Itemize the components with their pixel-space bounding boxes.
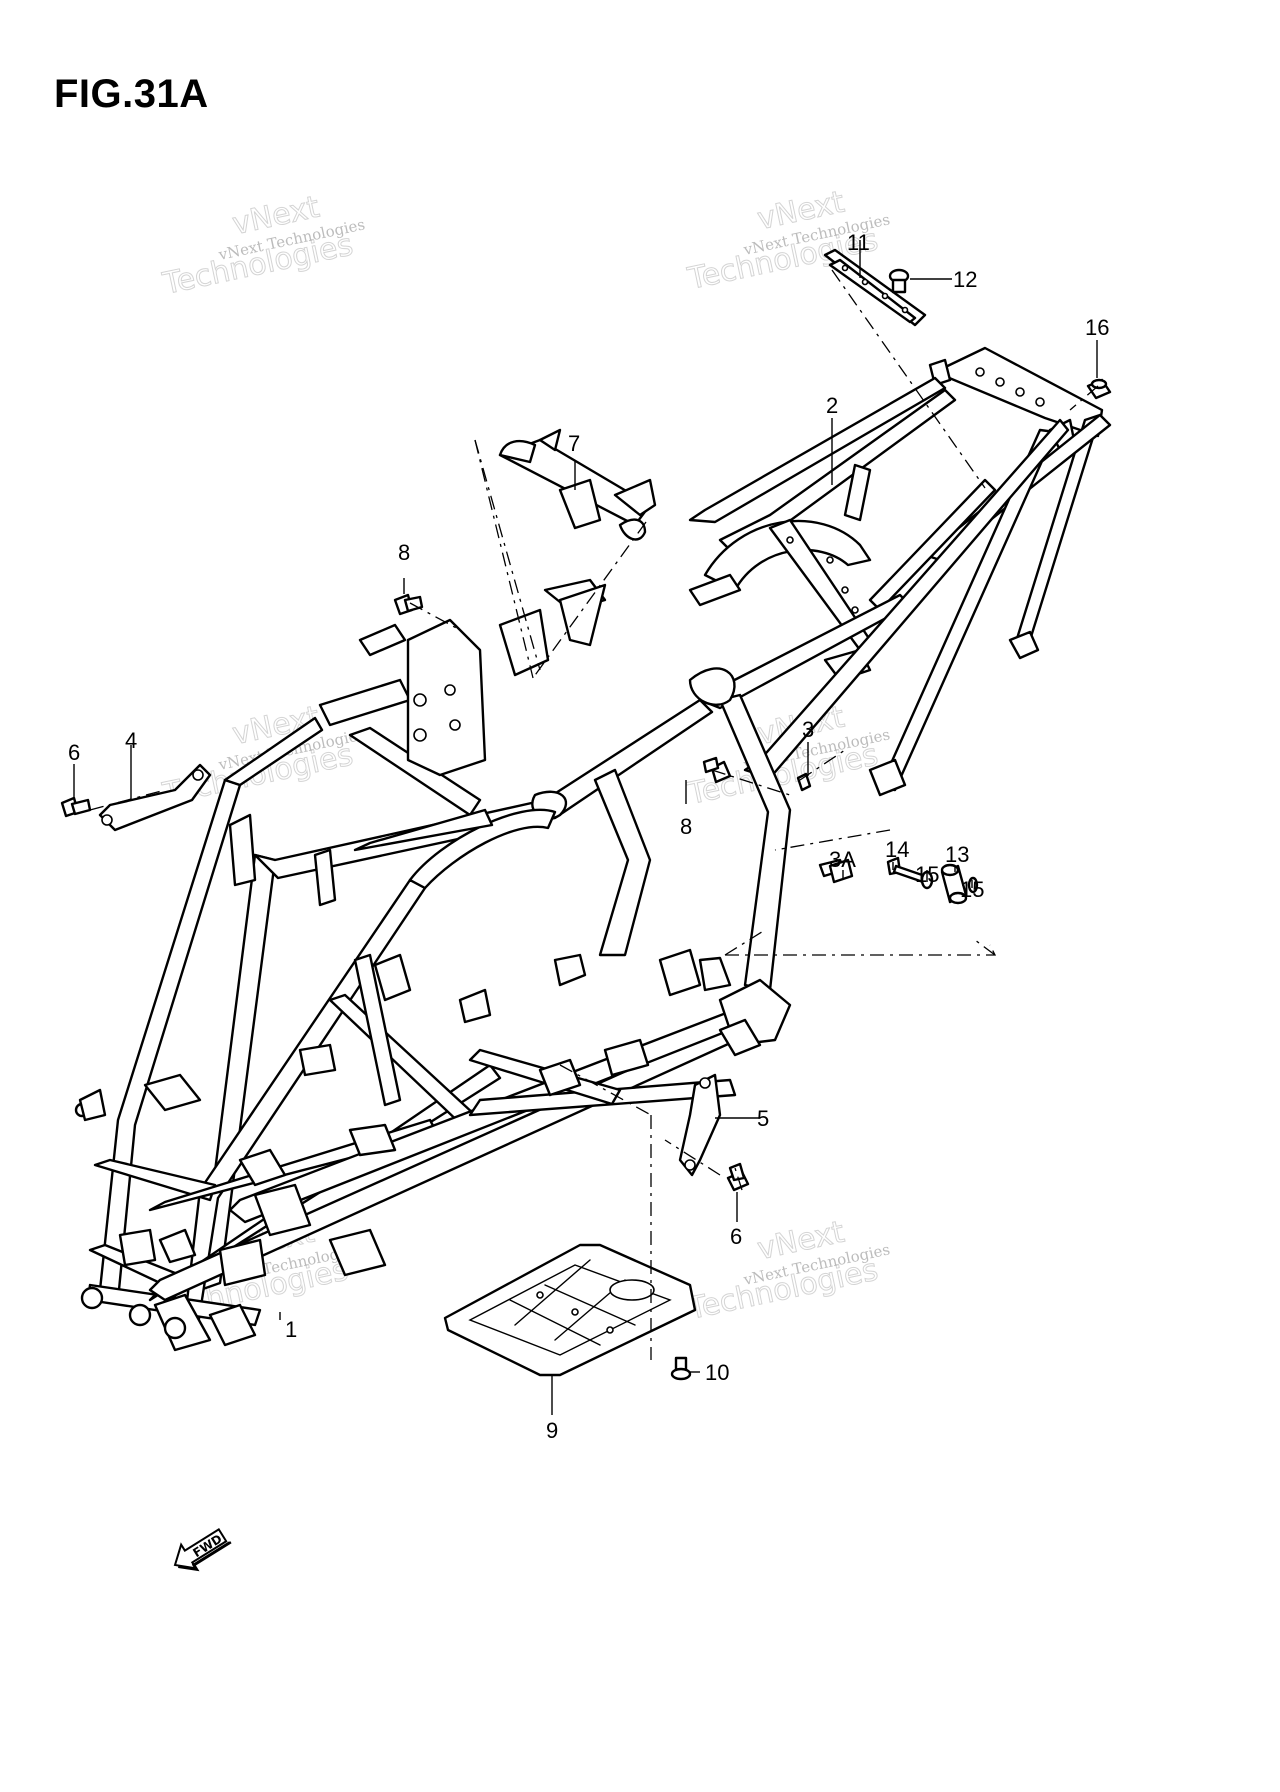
bolt-6-left — [60, 796, 92, 818]
callout-14: 14 — [885, 837, 909, 862]
assembly-lines — [89, 269, 1099, 1360]
callout-4: 4 — [125, 728, 137, 753]
leader-lines — [73, 240, 1098, 1415]
rear-frame — [688, 346, 1112, 797]
callout-2: 2 — [826, 393, 838, 418]
bolt-3 — [796, 772, 812, 792]
callout-11: 11 — [847, 230, 870, 255]
nut-16 — [1086, 378, 1112, 400]
bolt-10 — [670, 1356, 692, 1381]
callout-10: 10 — [705, 1360, 729, 1385]
bolt-8-upper — [393, 593, 424, 616]
main-frame — [74, 578, 792, 1352]
callout-9: 9 — [546, 1418, 558, 1443]
callout-6-right: 6 — [730, 1224, 742, 1249]
callout-15-left: 15 — [915, 862, 939, 887]
bushing-13 — [940, 863, 968, 905]
callout-5: 5 — [757, 1106, 769, 1131]
bolt-12 — [888, 268, 910, 294]
bolt-3a — [818, 858, 854, 884]
callout-1: 1 — [285, 1317, 297, 1342]
bolt-6-right — [726, 1162, 750, 1192]
callout-16: 16 — [1085, 315, 1109, 340]
forward-arrow-icon: FWD — [173, 1528, 232, 1572]
callout-7: 7 — [568, 431, 580, 456]
skid-plate — [443, 1243, 697, 1377]
callout-labels: 1 2 3 3A 4 5 6 6 7 8 8 9 10 11 12 13 14 … — [68, 230, 1109, 1443]
stay-plate — [823, 248, 927, 327]
callout-15-right: 15 — [960, 877, 984, 902]
callout-13: 13 — [945, 842, 969, 867]
washer-15-right — [967, 876, 979, 894]
bracket-4 — [98, 763, 212, 832]
callout-3: 3 — [802, 717, 814, 742]
bracket-5 — [678, 1073, 722, 1177]
callout-8-lower: 8 — [680, 814, 692, 839]
callout-12: 12 — [953, 267, 977, 292]
bolt-8-lower — [702, 756, 732, 784]
callout-8-upper: 8 — [398, 540, 410, 565]
figure-title: FIG.31A — [54, 72, 209, 116]
callout-3a: 3A — [829, 847, 856, 872]
callout-6-left: 6 — [68, 740, 80, 765]
